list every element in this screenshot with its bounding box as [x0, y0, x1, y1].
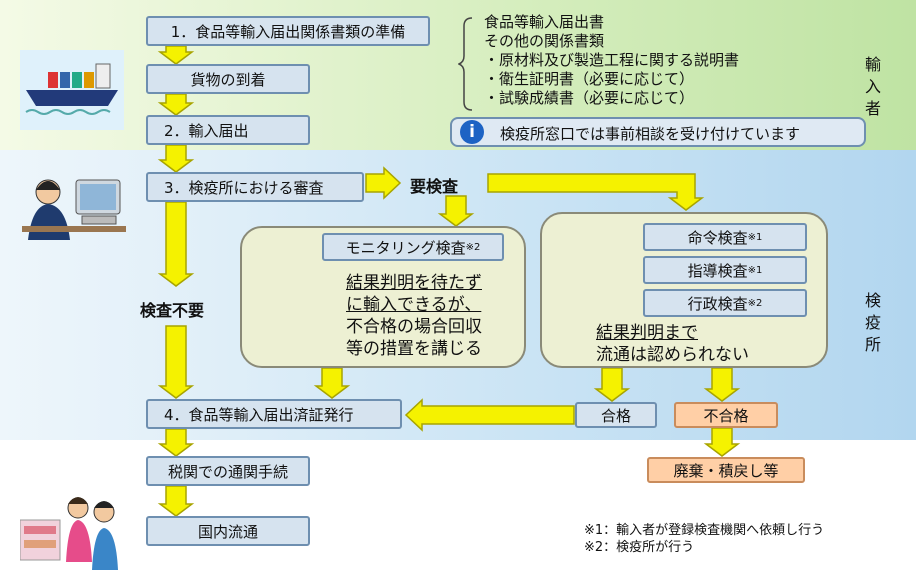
info-icon: i — [460, 120, 484, 144]
fail-box: 不合格 — [674, 402, 778, 428]
monitoring-desc-line: 等の措置を講じる — [346, 339, 482, 359]
document-item: ・衛生証明書（必要に応じて） — [484, 70, 695, 88]
arrow-to-fail — [703, 367, 741, 402]
note-mark: ※1 — [747, 231, 763, 243]
importer-side-label: 輸 入 者 — [863, 54, 883, 120]
document-item: ・原材料及び製造工程に関する説明書 — [484, 51, 740, 69]
inspection-label: 指導検査 — [687, 261, 748, 280]
arrow-no-inspection-lower — [157, 325, 195, 399]
document-item: ・試験成績書（必要に応じて） — [484, 89, 695, 107]
domestic-distribution-box: 国内流通 — [146, 516, 310, 546]
no-inspection-label: 検査不要 — [140, 301, 205, 320]
disposal-box: 廃棄・積戻し等 — [647, 457, 805, 483]
officer-at-desk-illustration — [22, 179, 126, 240]
footnote-2: ※2：検疫所が行う — [584, 540, 695, 555]
arrow-to-step2 — [157, 93, 195, 116]
note-mark: ※1 — [747, 264, 763, 276]
side-char: 所 — [864, 335, 881, 354]
side-char: 輸 — [864, 55, 881, 74]
inspections-description: 結果判明まで 流通は認められない — [596, 322, 749, 366]
inspections-desc-line: 結果判明まで — [596, 323, 698, 343]
arrow-layer — [157, 45, 741, 517]
pass-box: 合格 — [575, 402, 657, 428]
footnote-1: ※1：輸入者が登録検査機関へ依頼し行う — [584, 523, 825, 538]
note-mark: ※2 — [465, 241, 481, 253]
arrow-to-distribution — [157, 485, 195, 517]
side-char: 者 — [864, 99, 881, 118]
cargo-arrival-box: 貨物の到着 — [146, 64, 310, 94]
step3-quarantine-review: 3．検疫所における審査 — [146, 172, 364, 202]
monitoring-description: 結果判明を待たず に輸入できるが、 不合格の場合回収 等の措置を講じる — [346, 272, 482, 360]
consultation-text: 検疫所窓口では事前相談を受け付けています — [500, 125, 801, 143]
documents-list: 食品等輸入届出書 その他の関係書類 ・原材料及び製造工程に関する説明書 ・衛生証… — [484, 13, 739, 108]
inspection-administrative-box: 行政検査※2 — [643, 289, 807, 317]
monitoring-inspection-box: モニタリング検査※2 — [322, 233, 504, 261]
arrow-monitoring-to-step4 — [313, 367, 351, 399]
monitoring-title: モニタリング検査 — [345, 238, 466, 257]
document-other-papers: その他の関係書類 — [484, 32, 605, 50]
arrow-to-disposal — [703, 427, 741, 457]
shoppers-illustration — [20, 497, 118, 570]
inspection-required-label: 要検査 — [410, 177, 459, 196]
consultation-notice: i 検疫所窓口では事前相談を受け付けています — [450, 117, 866, 147]
arrow-to-inspection-required — [365, 166, 402, 200]
monitoring-desc-line: 不合格の場合回収 — [346, 317, 482, 337]
arrow-to-customs — [157, 428, 195, 457]
arrow-to-pass — [593, 367, 631, 402]
monitoring-desc-line: 結果判明を待たず — [346, 273, 482, 293]
step1-prepare-documents: 1．食品等輸入届出関係書類の準備 — [146, 16, 430, 46]
side-char: 検 — [864, 291, 881, 310]
inspection-order-box: 命令検査※1 — [643, 223, 807, 251]
arrow-to-inspections — [487, 173, 705, 211]
side-char: 入 — [864, 77, 881, 96]
step4-certificate-issued: 4．食品等輸入届出済証発行 — [146, 399, 402, 429]
arrow-to-monitoring — [437, 195, 475, 227]
quarantine-side-label: 検 疫 所 — [863, 290, 883, 356]
arrow-to-arrival — [157, 45, 195, 65]
inspections-desc-line: 流通は認められない — [596, 345, 749, 365]
note-mark: ※2 — [747, 297, 763, 309]
customs-clearance-box: 税関での通関手続 — [146, 456, 310, 486]
arrow-pass-to-step4 — [404, 398, 575, 432]
monitoring-desc-line: に輸入できるが、 — [346, 295, 482, 315]
footnotes: ※1：輸入者が登録検査機関へ依頼し行う ※2：検疫所が行う — [584, 522, 824, 556]
side-char: 疫 — [864, 313, 881, 332]
cargo-ship-illustration — [20, 50, 124, 130]
arrow-no-inspection-upper — [157, 201, 195, 287]
inspection-label: 命令検査 — [687, 228, 748, 247]
inspection-guidance-box: 指導検査※1 — [643, 256, 807, 284]
inspection-label: 行政検査 — [687, 294, 748, 313]
documents-bracket — [458, 17, 473, 111]
arrow-to-step3 — [157, 144, 195, 173]
step2-import-notification: 2．輸入届出 — [146, 115, 310, 145]
document-notification-form: 食品等輸入届出書 — [484, 13, 605, 31]
